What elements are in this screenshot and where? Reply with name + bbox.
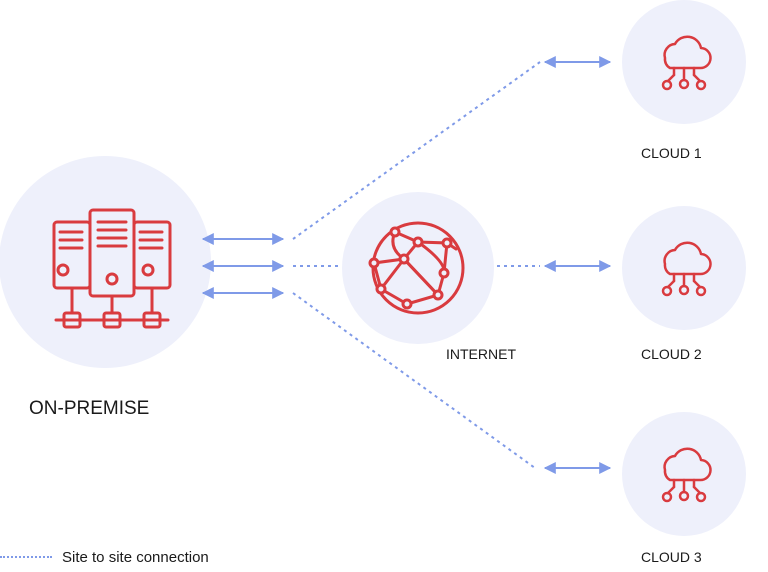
internet-circle — [342, 192, 494, 344]
internet-label: INTERNET — [446, 346, 516, 362]
site-to-site-lines — [292, 61, 541, 469]
arrows — [201, 56, 612, 474]
cloud-3-circle — [622, 412, 746, 536]
cloud-network-icon — [661, 241, 712, 297]
on-premise-label: ON-PREMISE — [29, 398, 150, 419]
server-rack-icon — [52, 208, 172, 329]
cloud-network-icon — [661, 447, 712, 503]
legend-label: Site to site connection — [62, 548, 209, 566]
connection-line-cloud-3 — [292, 292, 536, 469]
cloud-2-label: CLOUD 2 — [641, 346, 702, 362]
connection-line-cloud-1 — [292, 61, 541, 240]
cloud-1-circle — [622, 0, 746, 124]
cloud-2-circle — [622, 206, 746, 330]
globe-network-icon — [368, 221, 465, 315]
cloud-3-label: CLOUD 3 — [641, 549, 702, 565]
cloud-network-icon — [661, 35, 712, 91]
cloud-1-label: CLOUD 1 — [641, 145, 702, 161]
legend-dotted-line — [0, 556, 52, 558]
legend: Site to site connection — [0, 546, 209, 568]
